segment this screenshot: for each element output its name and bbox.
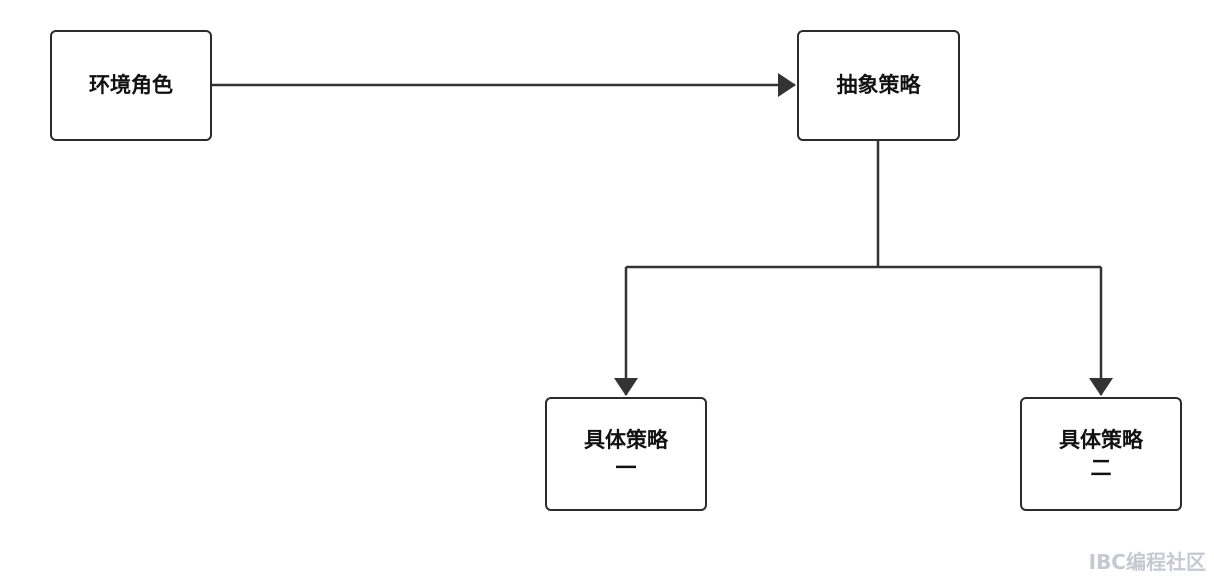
node-abstract-strategy[interactable]: 抽象策略: [797, 30, 960, 141]
node-environment-role[interactable]: 环境角色: [50, 30, 212, 141]
node-concrete-strategy-2[interactable]: 具体策略 二: [1020, 397, 1182, 511]
node-environment-role-label: 环境角色: [89, 73, 173, 98]
watermark: IBC编程社区: [1088, 550, 1206, 574]
node-abstract-strategy-label: 抽象策略: [836, 73, 921, 98]
node-concrete-strategy-1[interactable]: 具体策略 一: [545, 397, 707, 511]
node-concrete-strategy-1-label-line1: 具体策略: [584, 427, 668, 452]
node-concrete-strategy-1-label-line2: 一: [615, 456, 637, 480]
node-concrete-strategy-2-label-line2: 二: [1090, 456, 1112, 480]
node-concrete-strategy-2-label-line1: 具体策略: [1059, 427, 1143, 452]
